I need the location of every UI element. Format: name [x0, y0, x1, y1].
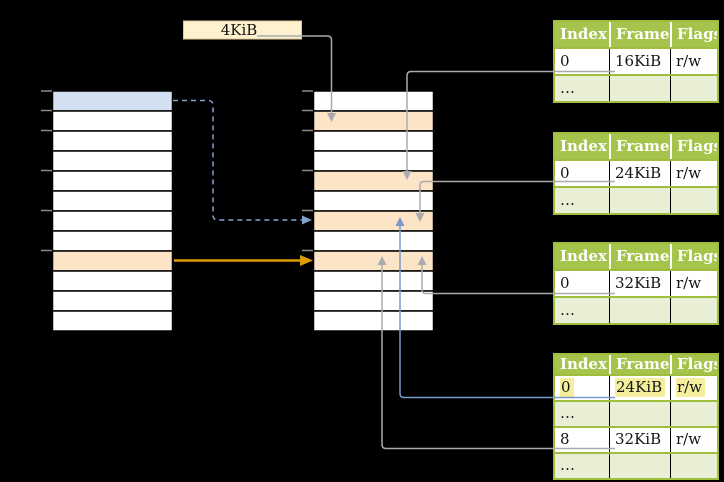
table-row-ellipsis: …	[555, 452, 717, 478]
column-header-flags: Flags	[670, 355, 717, 374]
memory-row-blue	[51, 90, 174, 112]
cell-flags: r/w	[670, 376, 717, 400]
table-row: 0 16KiB r/w	[555, 47, 717, 74]
memory-row	[312, 310, 435, 332]
table-row-ellipsis: …	[555, 400, 717, 426]
table-header-row: Index Frame Flags	[555, 134, 717, 159]
column-header-frame: Frame	[609, 355, 670, 374]
cell-flags	[670, 402, 717, 426]
cell-index: …	[560, 404, 575, 422]
table-header-row: Index Frame Flags	[555, 22, 717, 47]
memory-row	[51, 210, 174, 232]
memory-row-orange	[312, 110, 435, 132]
page-table-32kib: Index Frame Flags 0 32KiB r/w …	[553, 242, 719, 325]
memory-row	[312, 90, 435, 112]
cell-frame	[609, 454, 670, 478]
cell-index: …	[560, 301, 575, 319]
column-header-index: Index	[560, 25, 607, 43]
column-header-index: Index	[560, 137, 607, 155]
column-header-flags: Flags	[670, 134, 717, 159]
cell-flags: r/w	[670, 428, 717, 452]
cell-index: 0	[560, 164, 570, 182]
virtual-memory-column	[51, 90, 174, 332]
memory-row-orange	[312, 210, 435, 232]
cell-index: 0	[555, 376, 609, 400]
cell-frame	[609, 298, 670, 323]
memory-row	[51, 310, 174, 332]
page-table-24kib: Index Frame Flags 0 24KiB r/w …	[553, 132, 719, 215]
highlighted-value: 0	[560, 378, 574, 397]
column-header-index: Index	[560, 247, 607, 265]
memory-row	[51, 230, 174, 252]
page-table-16kib: Index Frame Flags 0 16KiB r/w …	[553, 20, 719, 103]
cell-frame	[609, 402, 670, 426]
table-row-ellipsis: …	[555, 186, 717, 213]
size-label: 4KiB	[221, 21, 258, 39]
column-header-frame: Frame	[609, 134, 670, 159]
cell-frame: 32KiB	[609, 271, 670, 296]
memory-row-orange	[312, 170, 435, 192]
memory-row	[51, 130, 174, 152]
table-row-ellipsis: …	[555, 296, 717, 323]
memory-row	[312, 230, 435, 252]
cell-frame: 32KiB	[609, 428, 670, 452]
cell-index: …	[560, 79, 575, 97]
memory-row	[312, 270, 435, 292]
cell-frame: 16KiB	[609, 49, 670, 74]
memory-row	[51, 270, 174, 292]
cell-index: 0	[560, 52, 570, 70]
column-header-frame: Frame	[609, 244, 670, 269]
arrow-virtual-to-physical-orange	[174, 255, 313, 266]
table-row-ellipsis: …	[555, 74, 717, 101]
cell-index: 0	[560, 274, 570, 292]
cell-frame	[609, 188, 670, 213]
memory-row-orange	[51, 250, 174, 272]
memory-row	[312, 150, 435, 172]
cell-flags: r/w	[670, 49, 717, 74]
table-header-row: Index Frame Flags	[555, 355, 717, 374]
column-header-index: Index	[560, 355, 607, 373]
arrow-4kib-to-frame	[257, 35, 336, 122]
cell-flags	[670, 188, 717, 213]
table-row-highlighted: 0 24KiB r/w	[555, 374, 717, 400]
memory-row	[51, 110, 174, 132]
arrow-virtual-page-dashed	[173, 99, 312, 225]
memory-row	[51, 190, 174, 212]
cell-index: …	[560, 191, 575, 209]
memory-row	[312, 130, 435, 152]
memory-row	[51, 290, 174, 312]
column-header-flags: Flags	[670, 244, 717, 269]
cell-frame: 24KiB	[609, 161, 670, 186]
table-row: 8 32KiB r/w	[555, 426, 717, 452]
highlighted-value: 24KiB	[615, 378, 666, 397]
table-header-row: Index Frame Flags	[555, 244, 717, 269]
cell-frame	[609, 76, 670, 101]
cell-flags	[670, 76, 717, 101]
highlighted-value: r/w	[676, 378, 706, 397]
cell-flags: r/w	[670, 271, 717, 296]
page-table-level2: Index Frame Flags 0 24KiB r/w … 8 32KiB …	[553, 353, 719, 480]
cell-flags: r/w	[670, 161, 717, 186]
cell-flags	[670, 298, 717, 323]
cell-frame: 24KiB	[609, 376, 670, 400]
column-header-frame: Frame	[609, 22, 670, 47]
table-row: 0 32KiB r/w	[555, 269, 717, 296]
cell-flags	[670, 454, 717, 478]
size-label-box: 4KiB	[183, 20, 302, 40]
cell-index: 8	[560, 430, 570, 448]
memory-row-orange	[312, 250, 435, 272]
memory-row	[312, 190, 435, 212]
table-row: 0 24KiB r/w	[555, 159, 717, 186]
memory-row	[51, 150, 174, 172]
physical-memory-column	[312, 90, 435, 332]
memory-row	[312, 290, 435, 312]
column-header-flags: Flags	[670, 22, 717, 47]
cell-index: …	[560, 456, 575, 474]
size-label-background	[183, 20, 302, 40]
address-tick-marks	[41, 90, 313, 252]
memory-row	[51, 170, 174, 192]
